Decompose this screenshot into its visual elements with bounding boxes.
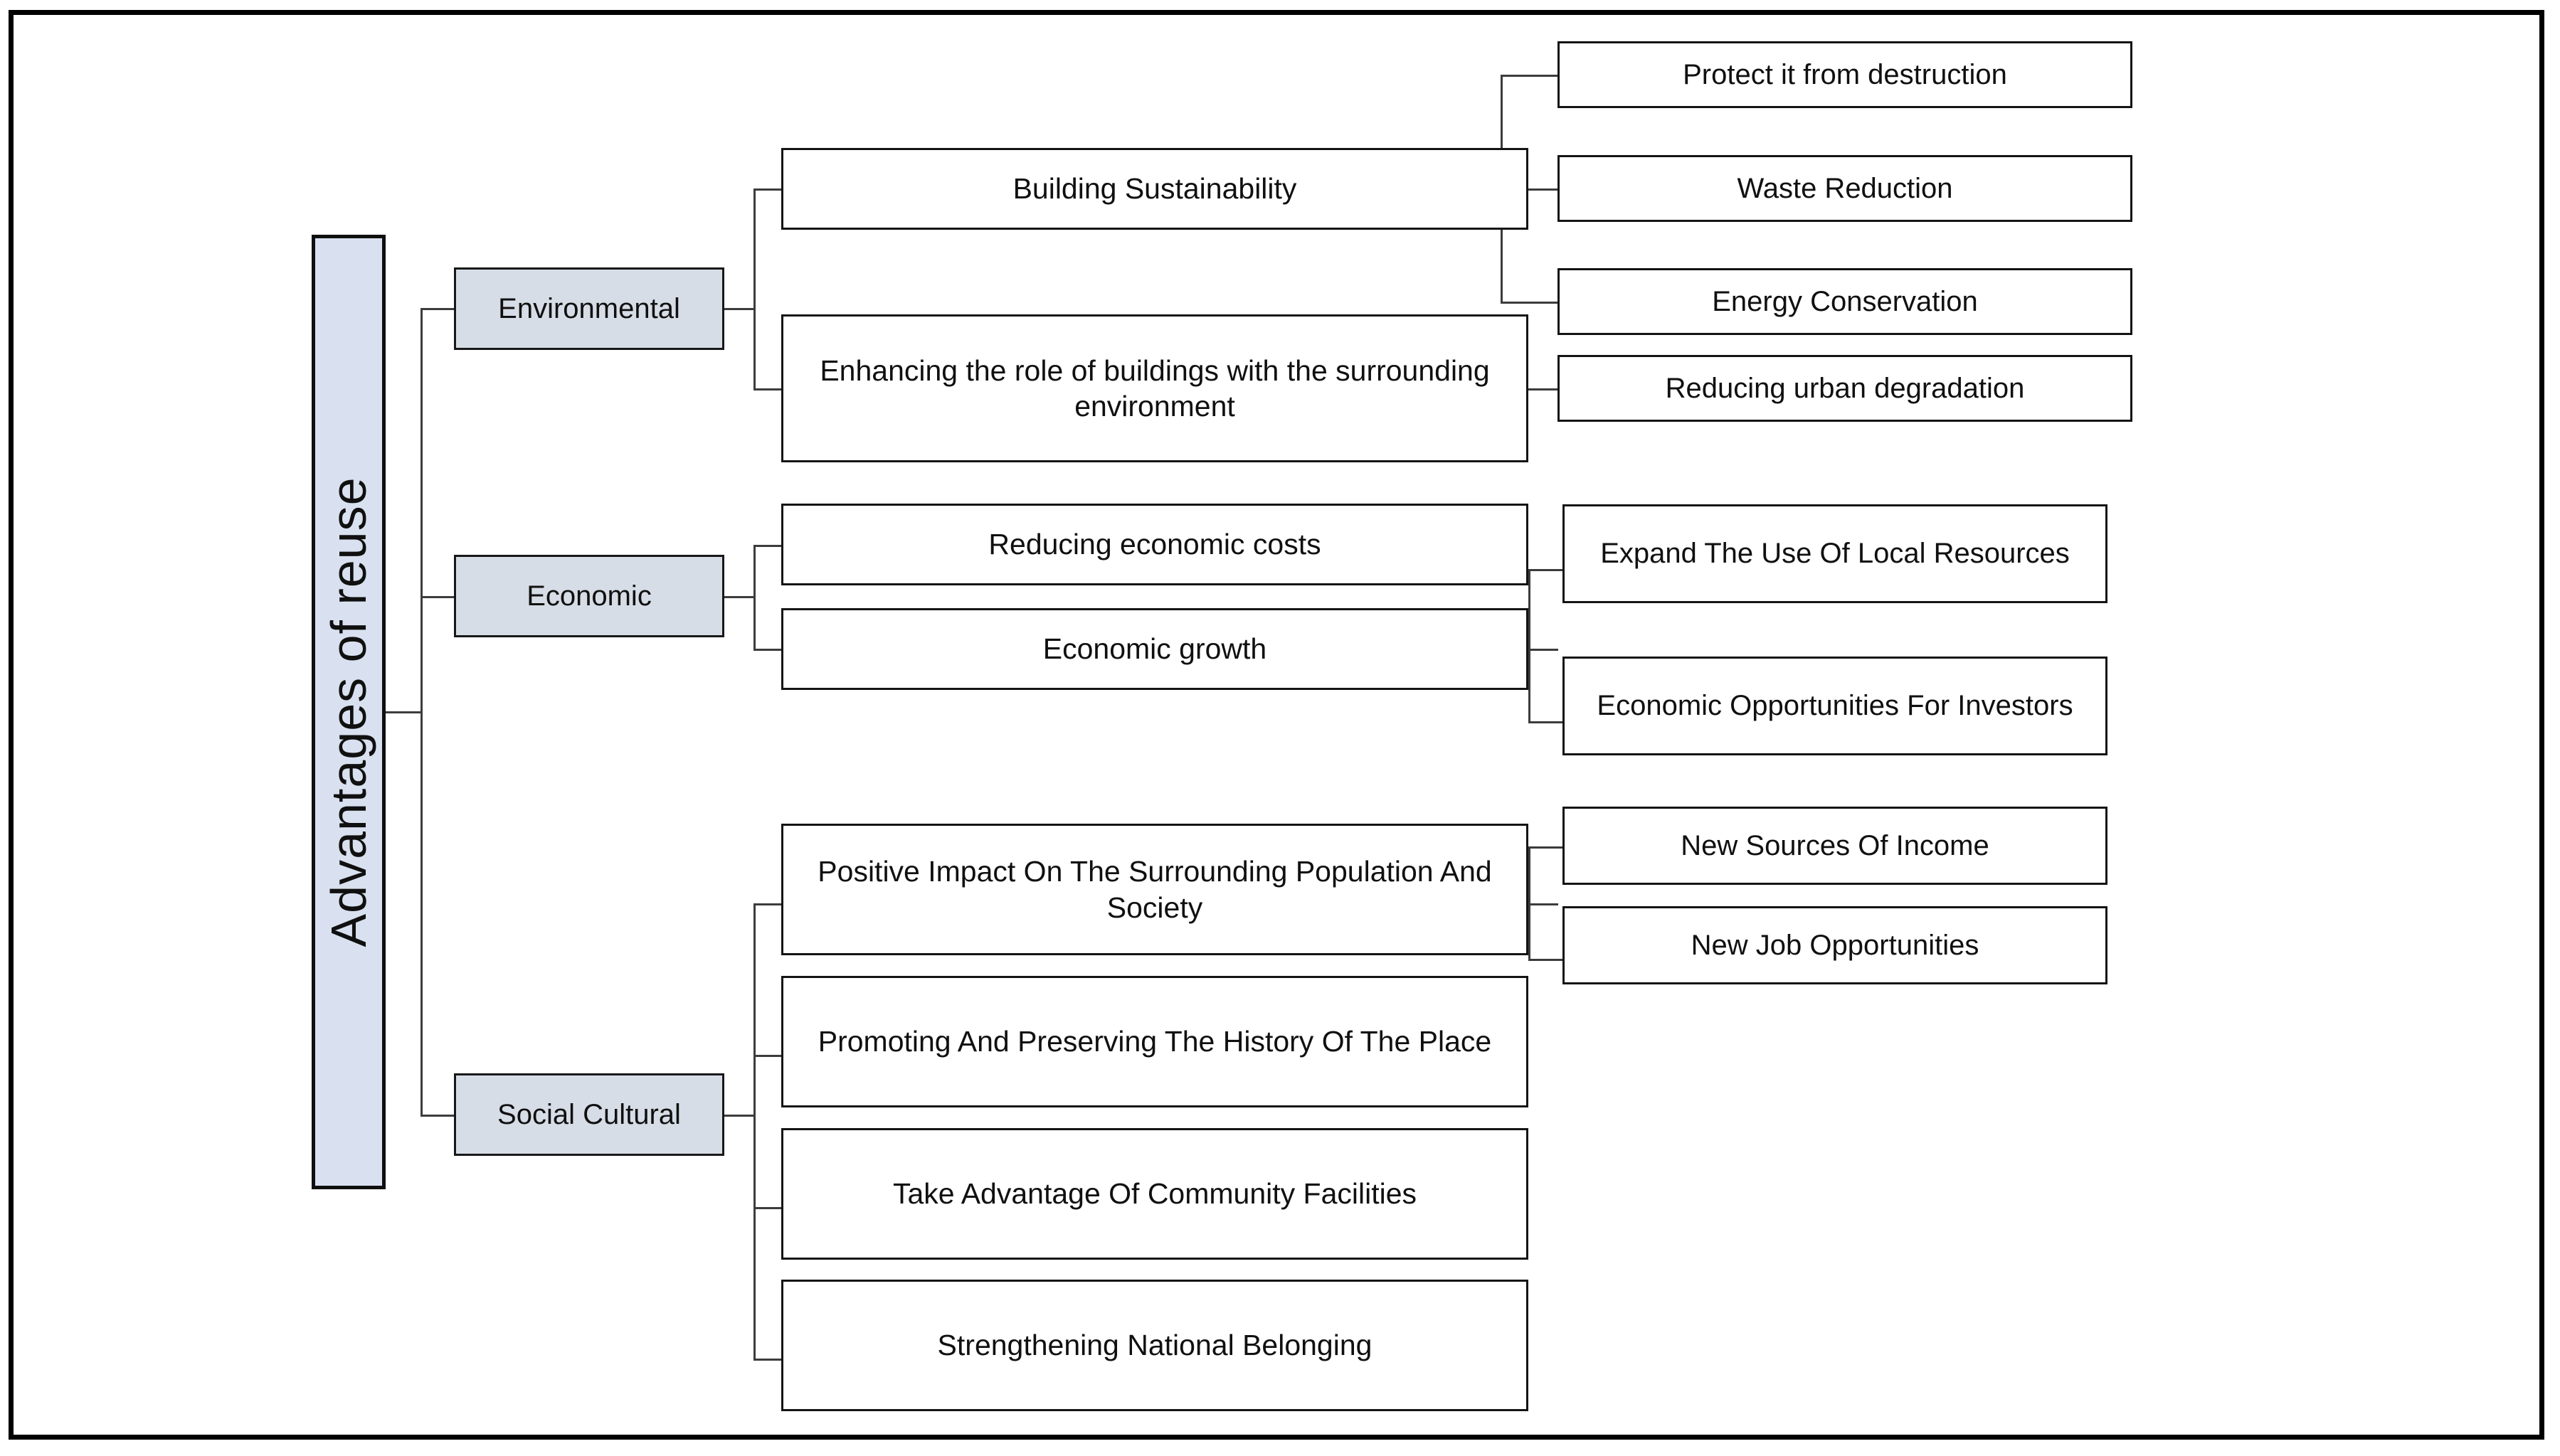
- sub-node-reducing-economic-costs[interactable]: Reducing economic costs: [781, 504, 1528, 585]
- connector-root-to-social: [421, 1115, 456, 1117]
- sub-node-economic-growth[interactable]: Economic growth: [781, 608, 1528, 690]
- connector-root-to-environmental: [421, 308, 456, 310]
- connector-eg-to-investors: [1528, 721, 1562, 723]
- leaf-label-energy-conservation: Energy Conservation: [1712, 285, 1978, 317]
- sub-label-take-advantage-of-community-facilities: Take Advantage Of Community Facilities: [892, 1177, 1417, 1211]
- connector-social-to-promoting-history: [753, 1055, 783, 1057]
- sub-node-strengthening-national-belonging[interactable]: Strengthening National Belonging: [781, 1280, 1528, 1411]
- connector-economic-to-reducing-costs: [753, 545, 783, 547]
- connector-positive-impact-spine: [1528, 846, 1530, 960]
- connector-social-spine: [753, 903, 756, 1359]
- leaf-label-reducing-urban-degradation: Reducing urban degradation: [1665, 372, 2025, 404]
- category-node-economic[interactable]: Economic: [454, 555, 724, 637]
- diagram-outer-frame: [9, 10, 2544, 1440]
- leaf-node-new-sources-of-income[interactable]: New Sources Of Income: [1562, 807, 2107, 885]
- sub-label-building-sustainability: Building Sustainability: [1012, 172, 1297, 206]
- sub-node-take-advantage-of-community-facilities[interactable]: Take Advantage Of Community Facilities: [781, 1128, 1528, 1260]
- connector-bs-to-protect: [1501, 75, 1557, 77]
- connector-economic-growth-stub: [1528, 649, 1558, 651]
- sub-node-building-sustainability[interactable]: Building Sustainability: [781, 148, 1528, 230]
- root-node-advantages-of-reuse[interactable]: Advantages of reuse: [312, 235, 386, 1189]
- connector-social-stub: [724, 1115, 756, 1117]
- connector-pi-to-new-sources: [1528, 846, 1567, 849]
- connector-environmental-spine: [753, 188, 756, 388]
- category-node-social-cultural[interactable]: Social Cultural: [454, 1073, 724, 1156]
- leaf-node-waste-reduction[interactable]: Waste Reduction: [1557, 155, 2132, 222]
- connector-eg-to-expand-resources: [1528, 569, 1562, 571]
- connector-enhancing-to-reducing-urban: [1528, 388, 1558, 390]
- leaf-node-economic-opportunities-for-investors[interactable]: Economic Opportunities For Investors: [1562, 657, 2107, 755]
- leaf-label-economic-opportunities-for-investors: Economic Opportunities For Investors: [1597, 690, 2073, 722]
- leaf-node-new-job-opportunities[interactable]: New Job Opportunities: [1562, 906, 2107, 984]
- leaf-label-new-sources-of-income: New Sources Of Income: [1681, 829, 1989, 861]
- category-label-environmental: Environmental: [498, 292, 680, 324]
- connector-environmental-stub: [724, 308, 756, 310]
- category-label-social-cultural: Social Cultural: [497, 1098, 681, 1130]
- sub-label-reducing-economic-costs: Reducing economic costs: [988, 528, 1321, 561]
- connector-environmental-to-enhancing-role: [753, 388, 783, 390]
- leaf-label-protect-it-from-destruction: Protect it from destruction: [1683, 58, 2007, 90]
- sub-node-enhancing-role-of-buildings[interactable]: Enhancing the role of buildings with the…: [781, 314, 1528, 462]
- connector-economic-to-growth: [753, 649, 783, 651]
- connector-environmental-to-building-sustainability: [753, 188, 783, 191]
- sub-node-promoting-preserving-history[interactable]: Promoting And Preserving The History Of …: [781, 976, 1528, 1107]
- connector-positive-impact-stub: [1528, 903, 1558, 905]
- connector-social-to-positive-impact: [753, 903, 783, 905]
- connector-social-to-national-belonging: [753, 1359, 783, 1361]
- connector-economic-stub: [724, 596, 756, 598]
- connector-root-to-economic: [421, 596, 456, 598]
- leaf-label-waste-reduction: Waste Reduction: [1737, 172, 1953, 204]
- sub-label-strengthening-national-belonging: Strengthening National Belonging: [937, 1329, 1372, 1362]
- leaf-label-new-job-opportunities: New Job Opportunities: [1691, 929, 1979, 961]
- root-node-label: Advantages of reuse: [321, 477, 376, 947]
- sub-label-enhancing-role-of-buildings: Enhancing the role of buildings with the…: [820, 354, 1490, 423]
- leaf-node-energy-conservation[interactable]: Energy Conservation: [1557, 268, 2132, 335]
- connector-root-spine: [421, 308, 423, 1117]
- connector-economic-spine: [753, 545, 756, 650]
- leaf-node-protect-it-from-destruction[interactable]: Protect it from destruction: [1557, 41, 2132, 108]
- sub-label-promoting-preserving-history: Promoting And Preserving The History Of …: [818, 1025, 1492, 1058]
- sub-label-economic-growth: Economic growth: [1042, 632, 1267, 666]
- leaf-label-expand-the-use-of-local-resources: Expand The Use Of Local Resources: [1600, 538, 2070, 570]
- connector-root-stub: [386, 711, 423, 713]
- leaf-node-expand-the-use-of-local-resources[interactable]: Expand The Use Of Local Resources: [1562, 504, 2107, 603]
- connector-bs-to-energy: [1501, 302, 1557, 304]
- connector-bs-to-waste: [1501, 188, 1557, 191]
- connector-economic-growth-spine: [1528, 569, 1530, 722]
- leaf-node-reducing-urban-degradation[interactable]: Reducing urban degradation: [1557, 355, 2132, 422]
- sub-label-positive-impact-on-population: Positive Impact On The Surrounding Popul…: [818, 855, 1492, 924]
- connector-social-to-community-facilities: [753, 1207, 783, 1209]
- sub-node-positive-impact-on-population[interactable]: Positive Impact On The Surrounding Popul…: [781, 824, 1528, 955]
- category-label-economic: Economic: [527, 580, 652, 612]
- connector-pi-to-new-jobs: [1528, 959, 1567, 961]
- category-node-environmental[interactable]: Environmental: [454, 267, 724, 350]
